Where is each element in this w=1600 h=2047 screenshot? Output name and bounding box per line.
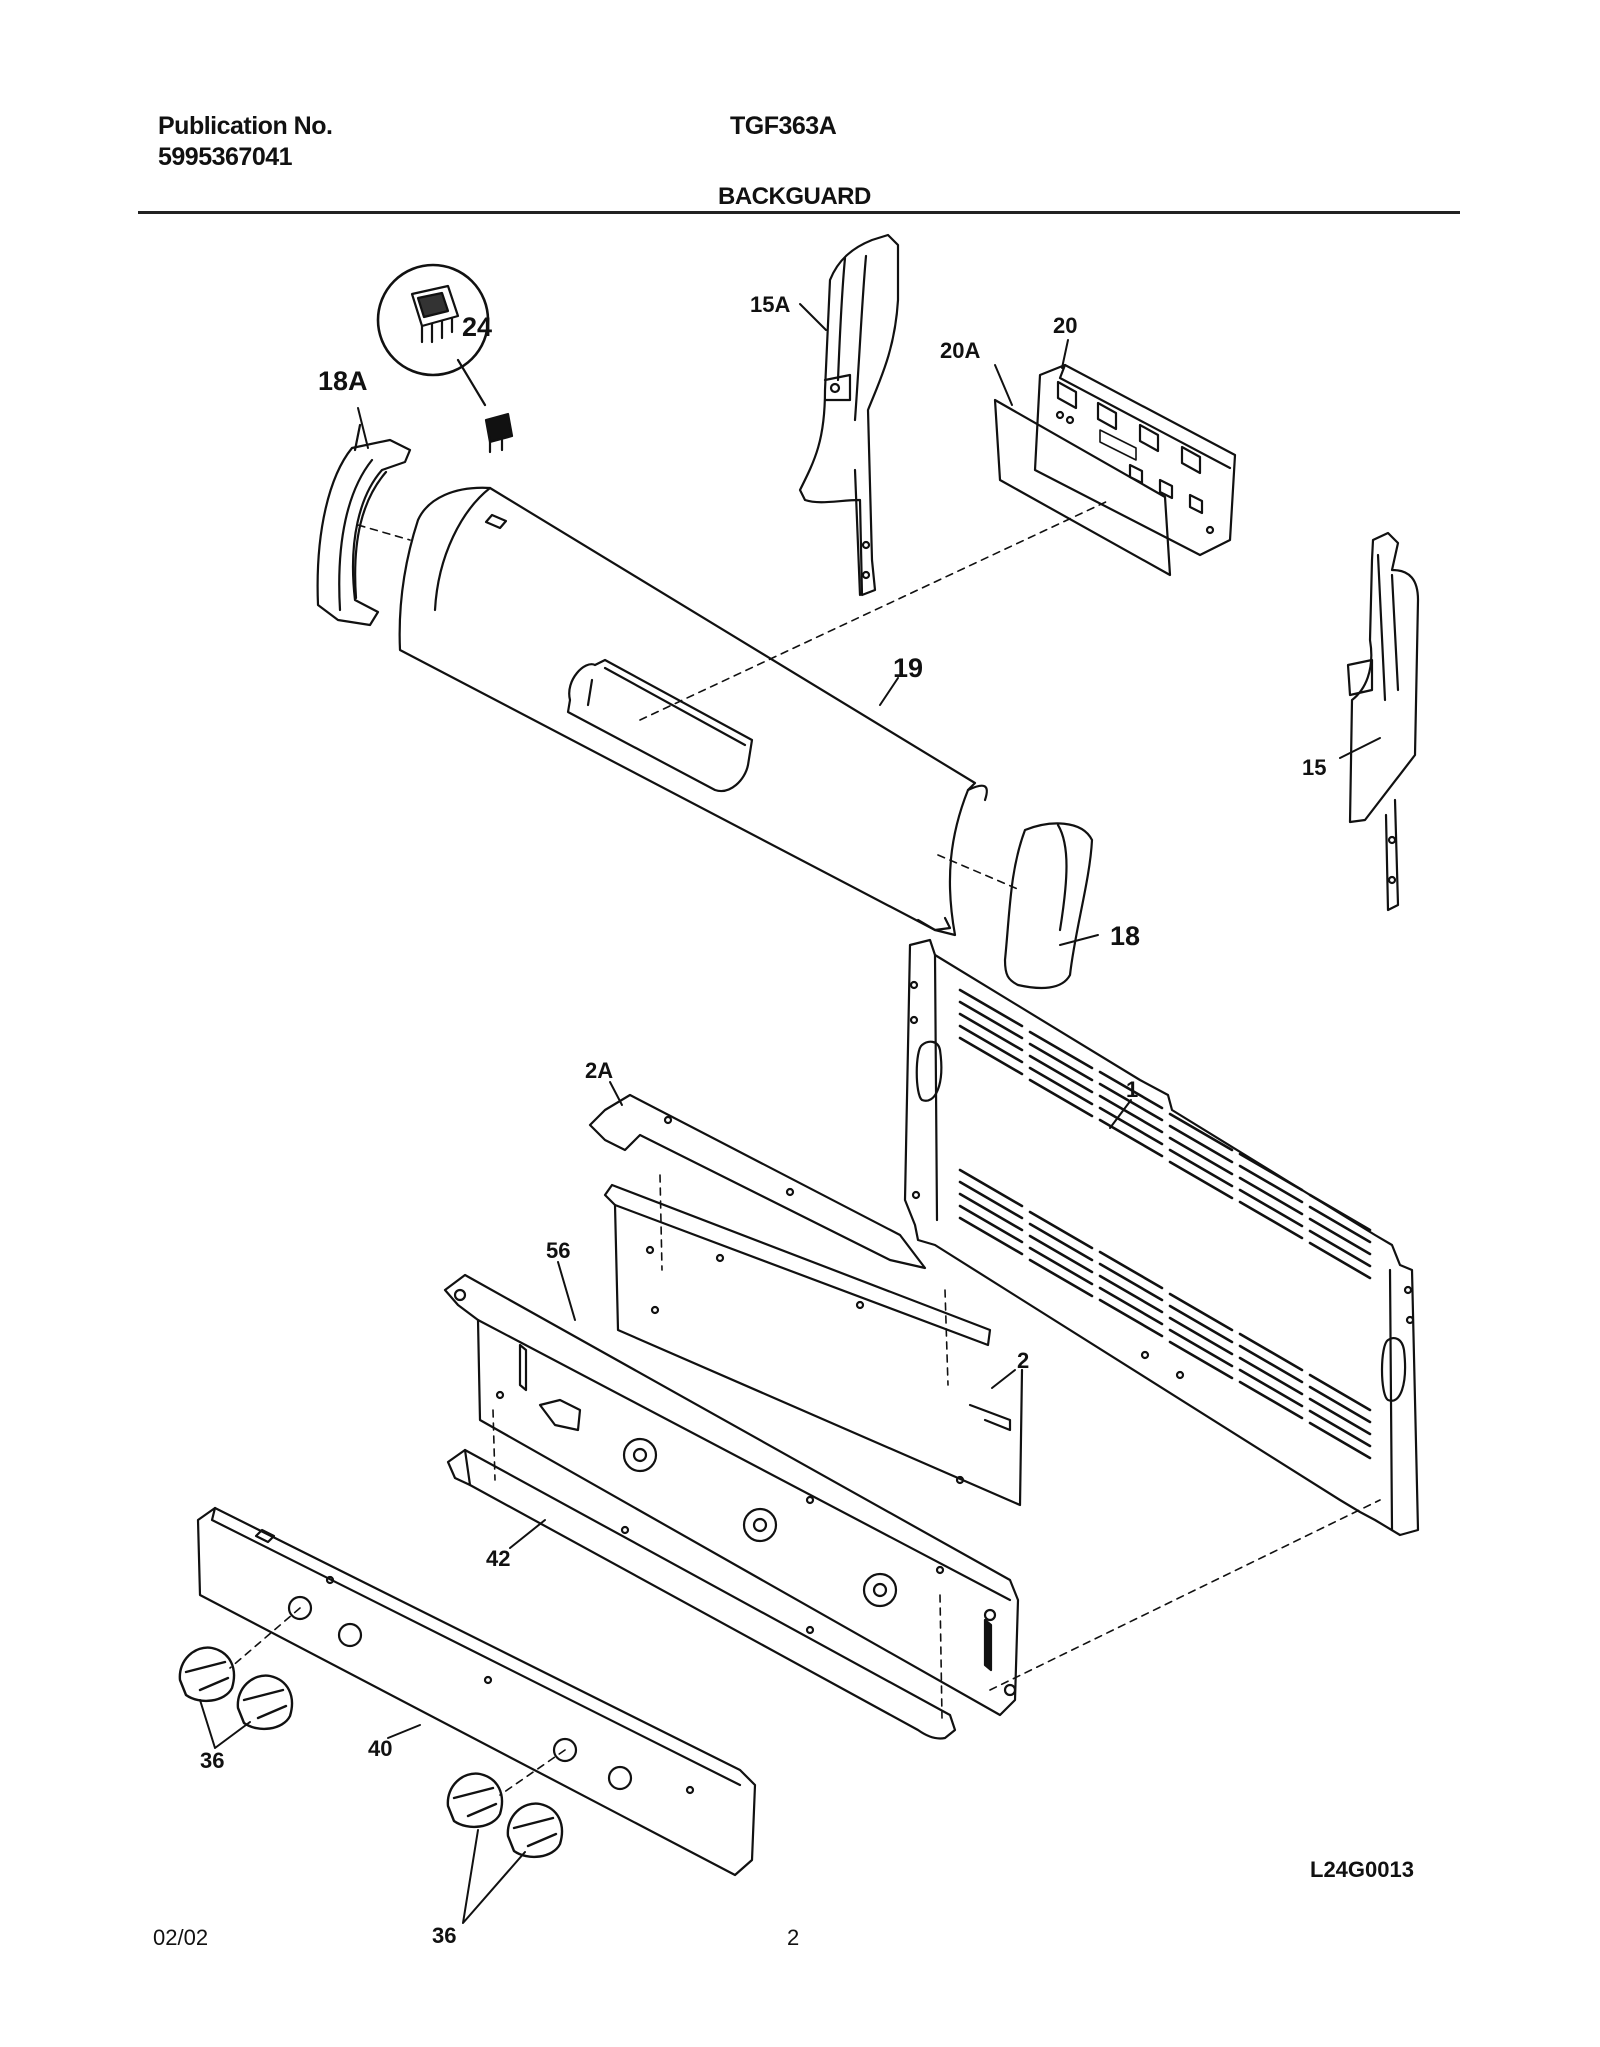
end-cap-18 [1003, 822, 1094, 990]
switch-inset-24 [376, 263, 514, 454]
end-cap-18a [316, 423, 412, 627]
bracket-15 [1346, 531, 1420, 912]
control-knobs-36 [178, 1646, 564, 1859]
publication-label: Publication No. [158, 112, 333, 140]
leader-lines [199, 303, 1381, 1924]
header-rule [138, 211, 1460, 214]
trim-strip-2a [588, 1093, 927, 1270]
callout-15: 15 [1302, 755, 1326, 780]
callout-1: 1 [1126, 1077, 1138, 1102]
rear-panel-1 [903, 938, 1420, 1537]
callout-56: 56 [546, 1238, 570, 1263]
callout-24: 24 [462, 312, 492, 342]
section-title: BACKGUARD [718, 183, 871, 210]
callout-2a: 2A [585, 1058, 613, 1083]
page-number: 2 [787, 1925, 800, 1950]
callout-20: 20 [1053, 313, 1077, 338]
mounting-panel-56 [443, 1273, 1020, 1717]
callout-15a: 15A [750, 292, 790, 317]
callout-18: 18 [1110, 921, 1140, 951]
inner-panel-2 [603, 1183, 1024, 1507]
callout-36-right: 36 [432, 1923, 456, 1948]
callout-40: 40 [368, 1736, 392, 1761]
overlay-20a [993, 398, 1172, 577]
alignment-lines [229, 499, 1381, 1796]
backguard-panel-19 [398, 486, 988, 937]
callout-2: 2 [1017, 1348, 1029, 1373]
bracket-15a [798, 233, 900, 597]
publication-number: 5995367041 [158, 143, 293, 171]
callout-18a: 18A [318, 366, 368, 396]
trim-rail-42 [446, 1448, 957, 1740]
callout-19: 19 [893, 653, 923, 683]
drawing-code: L24G0013 [1310, 1857, 1414, 1882]
callout-20a: 20A [940, 338, 980, 363]
control-board-20 [1033, 363, 1237, 557]
model-number: TGF363A [730, 112, 837, 140]
callout-42: 42 [486, 1546, 510, 1571]
manifold-panel-40 [196, 1506, 757, 1877]
footer-date: 02/02 [153, 1925, 209, 1950]
callout-36-left: 36 [200, 1748, 224, 1773]
